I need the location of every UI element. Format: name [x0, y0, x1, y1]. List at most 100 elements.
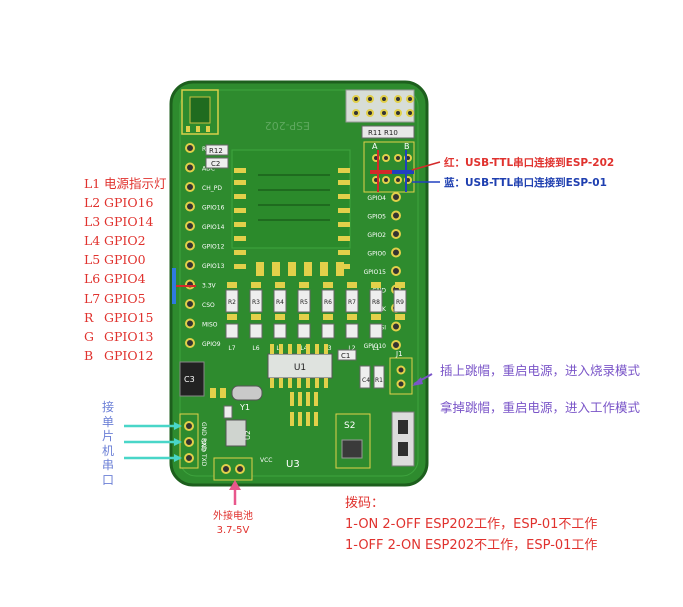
left-pin-label: GPIO13: [202, 263, 225, 270]
dip-switch-notes: 拨码： 1-ON 2-OFF ESP202工作，ESP-01不工作 1-OFF …: [345, 493, 597, 556]
svg-text:R1: R1: [375, 377, 383, 384]
led-pad: [249, 323, 263, 339]
svg-text:R11 R10: R11 R10: [368, 129, 398, 137]
right-pin: [391, 210, 401, 221]
led-legend-key: R: [84, 309, 94, 325]
left-pin: [185, 162, 195, 173]
left-pin-label: CH_PD: [202, 185, 222, 192]
left-pin-label: CSO: [202, 302, 215, 309]
right-pin: [391, 340, 401, 350]
right-pin: [391, 321, 401, 332]
led-legend-key: B: [84, 347, 94, 363]
left-pin-label: 3.3V: [202, 283, 217, 290]
svg-text:TXD: TXD: [200, 453, 207, 467]
left-pin: [185, 143, 195, 153]
led-pad: [273, 323, 287, 339]
svg-text:GND: GND: [200, 422, 207, 436]
right-pin: [391, 247, 401, 258]
led-legend-key: L1: [84, 176, 101, 191]
led-legend-key: L2: [84, 195, 101, 211]
chip-U2: [225, 419, 247, 447]
led-legend-row: G GPIO13: [84, 327, 167, 346]
led-legend-value: GPIO5: [104, 290, 146, 306]
left-pin: [185, 299, 195, 309]
resistor: [273, 289, 287, 313]
led-legend-value: GPIO14: [104, 214, 154, 230]
svg-text:VCC: VCC: [260, 457, 272, 464]
led-legend-value: GPIO13: [104, 328, 154, 344]
right-pin-label: GPIO5: [367, 214, 386, 221]
dip-mode-2: 1-OFF 2-ON ESP202不工作，ESP-01工作: [345, 538, 598, 553]
usb-blue-label: 蓝：USB-TTL串口连接到ESP-01: [444, 177, 607, 189]
svg-text:C4: C4: [362, 377, 370, 384]
resistor: [393, 289, 407, 313]
resistor: [225, 289, 239, 313]
right-pin: [391, 192, 401, 202]
right-pin-label: GPIO15: [364, 269, 387, 276]
dip-mode-1: 1-ON 2-OFF ESP202工作，ESP-01不工作: [345, 517, 598, 532]
svg-text:RXD: RXD: [200, 438, 207, 451]
right-pin-label: GPIO10: [364, 343, 387, 350]
left-pin-label: GPIO9: [202, 341, 221, 348]
dip-title: 拨码：: [345, 496, 385, 511]
left-pin: [185, 221, 195, 231]
led-legend-value: GPIO2: [104, 233, 146, 249]
svg-text:S2: S2: [344, 421, 355, 431]
left-pin-label: GPIO12: [202, 244, 225, 251]
led-label: L4: [300, 345, 307, 352]
right-pin-label: GPIO2: [367, 232, 386, 239]
left-pin: [185, 260, 195, 270]
led-legend-row: B GPIO12: [84, 346, 167, 365]
serial-header: [179, 413, 199, 469]
left-pin: [185, 201, 195, 212]
led-legend-key: L7: [84, 290, 101, 306]
left-pin-label: GPIO14: [202, 224, 225, 231]
led-legend-value: GPIO16: [104, 195, 154, 211]
resistor: [297, 289, 311, 313]
arrow-jumper: [412, 373, 433, 386]
led-top-pad: [336, 262, 344, 276]
part-C1: C1: [341, 352, 350, 360]
resistor-label: R5: [300, 299, 308, 306]
right-pin-label: GPIO4: [367, 195, 386, 202]
led-legend-key: L4: [84, 233, 101, 249]
resistor: [369, 289, 383, 313]
led-top-pad: [256, 262, 264, 276]
resistor: [249, 289, 263, 313]
chip-U1: [267, 353, 333, 379]
left-pin: [185, 279, 195, 290]
esp-module-area: [231, 149, 351, 249]
right-pin: [391, 229, 401, 239]
svg-text:GND: GND: [201, 438, 208, 452]
led-label: L2: [348, 345, 355, 352]
led-label: L6: [252, 345, 259, 352]
resistor-label: R8: [372, 299, 380, 306]
led-top-pad: [288, 262, 296, 276]
led-pad: [321, 323, 335, 339]
mcu-serial-label: 接单片机串口: [101, 400, 114, 487]
usb-red-label: 红：USB-TTL串口连接到ESP-202: [444, 157, 615, 169]
led-legend-value: GPIO12: [104, 347, 154, 363]
left-pin: [185, 338, 195, 348]
resistor-label: R7: [348, 299, 356, 306]
jumper-on-label: 插上跳帽，重启电源，进入烧录模式: [440, 363, 641, 378]
left-pin: [185, 318, 195, 329]
led-label: L1: [372, 345, 379, 352]
led-legend-key: G: [84, 328, 94, 344]
led-legend-value: GPIO4: [104, 271, 146, 287]
svg-text:J1: J1: [395, 350, 403, 358]
led-legend-key: L6: [84, 271, 101, 287]
part-Y1: Y1: [239, 403, 250, 412]
part-R12: R12: [209, 147, 223, 155]
resistor-label: R3: [252, 299, 260, 306]
svg-text:U1: U1: [294, 363, 306, 373]
led-top-pad: [320, 262, 328, 276]
